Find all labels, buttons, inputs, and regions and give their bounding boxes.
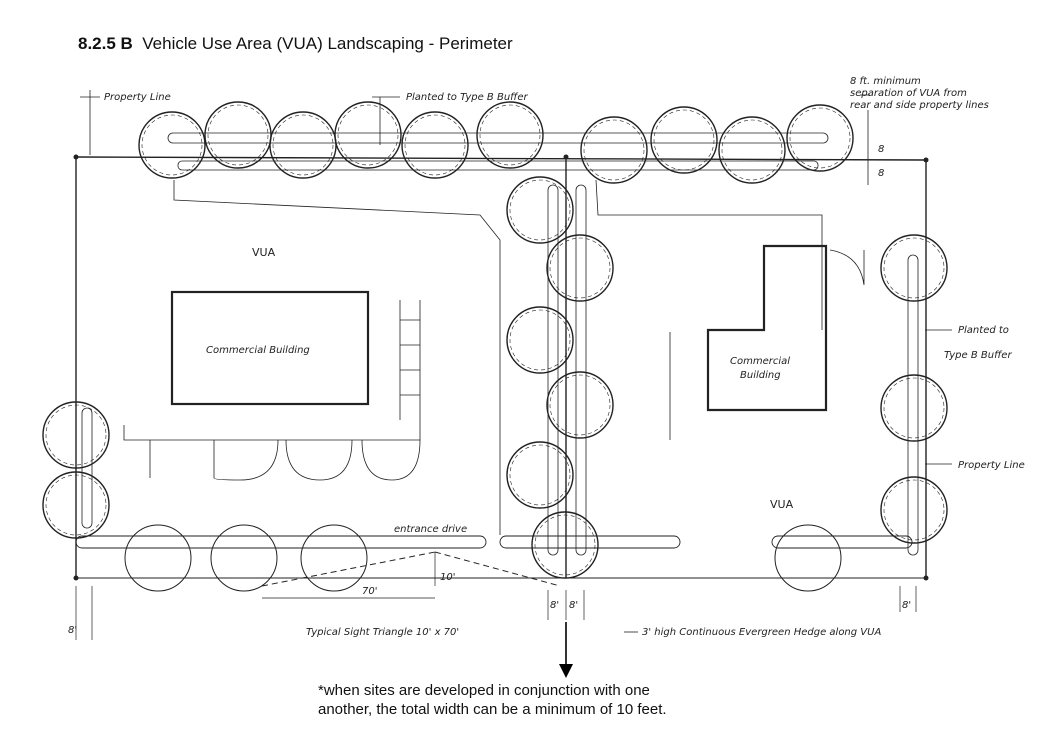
dim-70: 70'	[362, 586, 377, 597]
left-parking-lot	[123, 180, 501, 535]
leader-lines	[75, 90, 952, 640]
label-separation-3: rear and side property lines	[850, 100, 989, 111]
label-separation-1: 8 ft. minimum	[850, 76, 921, 87]
dim-8-left: 8'	[68, 625, 77, 636]
dim-8-top: 8	[878, 144, 884, 155]
label-planted-right-1: Planted to	[958, 325, 1009, 336]
dim-8-center-a: 8'	[550, 600, 559, 611]
property-boundary	[73, 154, 929, 581]
hedge-trees	[75, 524, 913, 592]
dim-8-bottom: 8	[878, 168, 884, 179]
right-buffer-trees	[880, 234, 948, 556]
page-title: 8.2.5 B Vehicle Use Area (VUA) Landscapi…	[78, 34, 513, 54]
label-sight-triangle: Typical Sight Triangle 10' x 70'	[306, 627, 459, 638]
label-planted-right-2: Type B Buffer	[944, 350, 1012, 361]
title-code: 8.2.5 B	[78, 34, 133, 53]
label-entrance-drive: entrance drive	[394, 524, 467, 535]
label-hedge-note: 3' high Continuous Evergreen Hedge along…	[642, 627, 881, 638]
dim-8-right: 8'	[902, 600, 911, 611]
label-property-line-top: Property Line	[104, 92, 171, 103]
title-text: Vehicle Use Area (VUA) Landscaping - Per…	[142, 34, 513, 53]
footnote-line-2: another, the total width can be a minimu…	[318, 701, 667, 718]
label-planted-type-b-top: Planted to Type B Buffer	[406, 92, 529, 103]
site-plan-drawing: Property Line Planted to Type B Buffer 8…	[42, 76, 1025, 678]
label-building-left: Commercial Building	[206, 345, 310, 356]
label-building-right-1: Commercial	[730, 356, 790, 367]
dim-8-center-b: 8'	[569, 600, 578, 611]
right-parking-lot	[595, 179, 865, 440]
label-separation-2: separation of VUA from	[850, 88, 967, 99]
left-buffer-trees	[42, 401, 110, 539]
sight-triangle	[261, 551, 561, 599]
footnote: *when sites are developed in conjunction…	[318, 681, 878, 719]
label-vua-right: VUA	[770, 498, 794, 511]
footnote-line-1: *when sites are developed in conjunction…	[318, 682, 650, 699]
label-property-line-right: Property Line	[958, 460, 1025, 471]
footnote-arrow-icon	[559, 622, 573, 678]
center-buffer-trees	[506, 176, 614, 579]
dim-10: 10'	[440, 572, 455, 583]
label-vua-left: VUA	[252, 246, 276, 259]
label-building-right-2: Building	[740, 370, 781, 381]
top-buffer-trees	[138, 101, 854, 184]
